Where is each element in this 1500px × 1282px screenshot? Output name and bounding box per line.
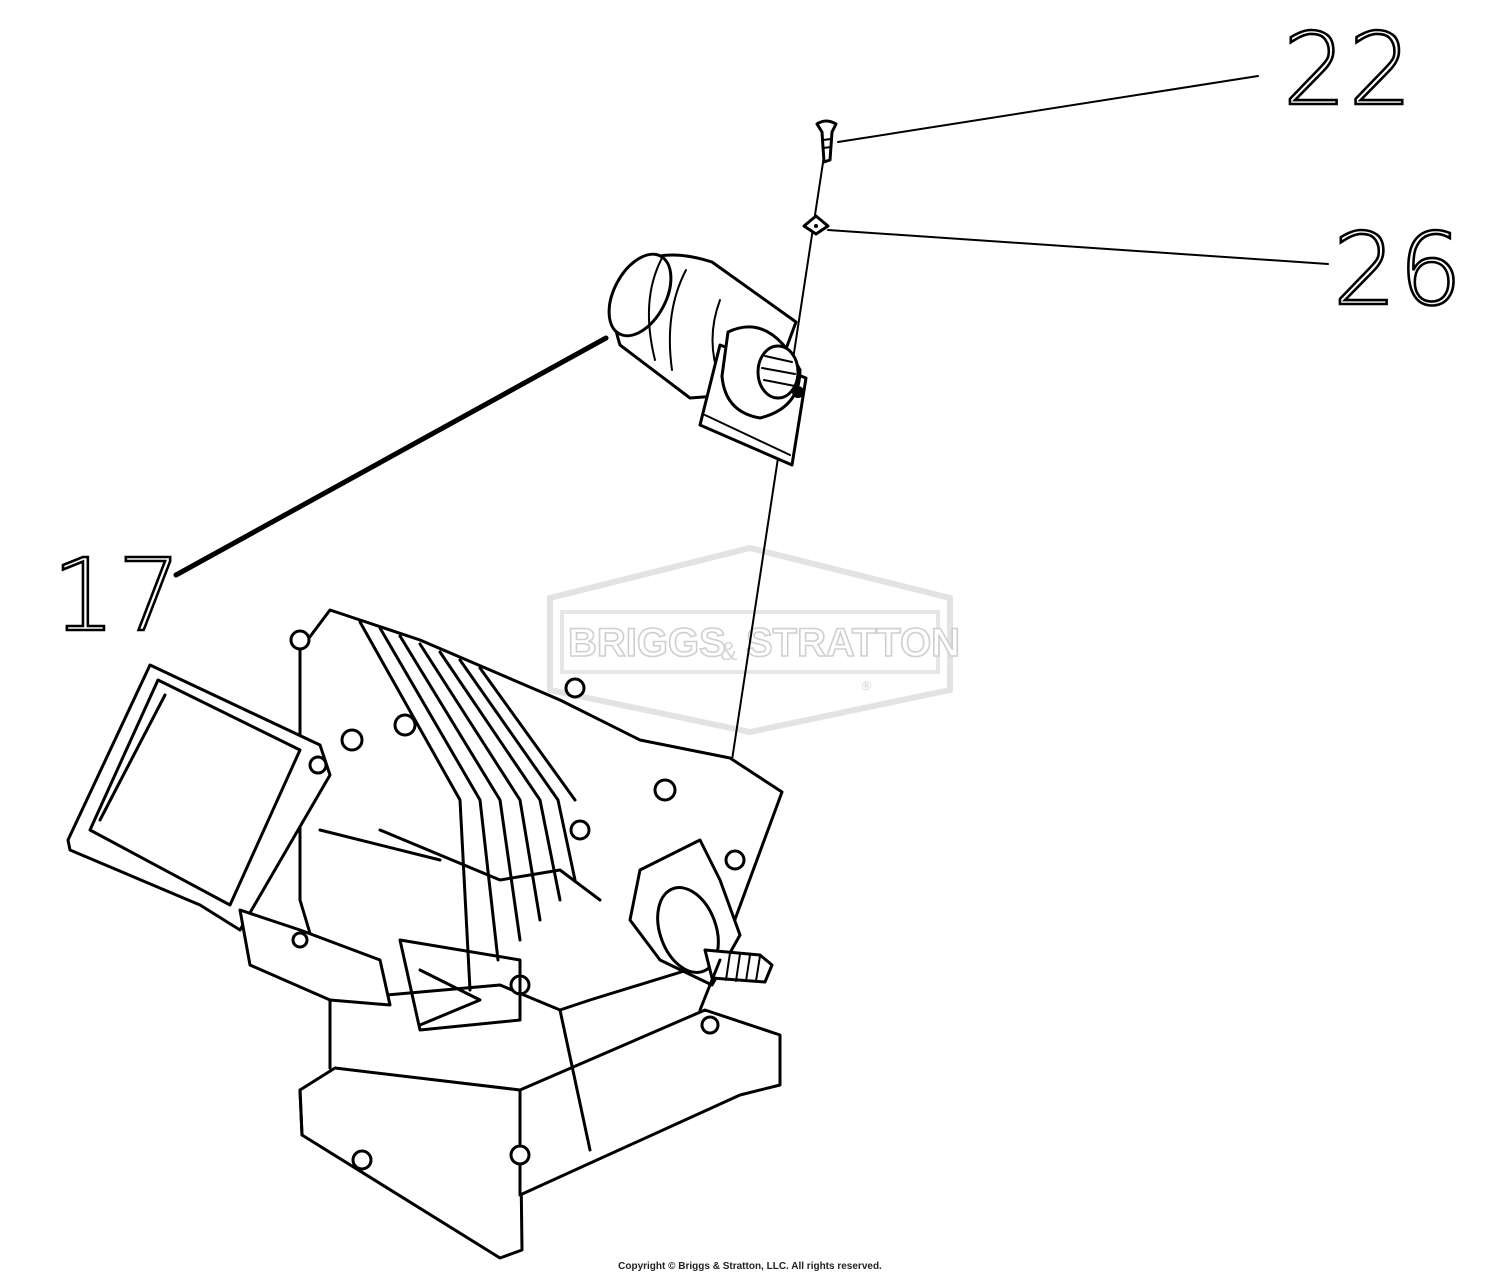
leader-17: [173, 335, 609, 578]
briggs-stratton-watermark: BRIGGS & STRATTON ®: [547, 544, 961, 736]
leader-26: [827, 229, 1329, 265]
starter-motor-part-17: [607, 252, 808, 467]
callout-labels: 22 26 17: [51, 10, 1464, 656]
watermark-brand2: STRATTON: [746, 621, 960, 665]
callout-17: 17: [52, 537, 183, 654]
callout-22: 22: [1283, 11, 1414, 128]
engine-block: [66, 608, 784, 1260]
copyright-notice: Copyright © Briggs & Stratton, LLC. All …: [618, 1261, 882, 1272]
watermark-brand: BRIGGS: [568, 621, 726, 665]
screw-part-22: [815, 119, 838, 164]
watermark-ampersand: &: [720, 636, 737, 666]
leader-22: [837, 75, 1259, 143]
washer-part-26: [802, 214, 830, 236]
watermark-registered: ®: [862, 679, 871, 693]
callout-26: 26: [1333, 211, 1464, 328]
